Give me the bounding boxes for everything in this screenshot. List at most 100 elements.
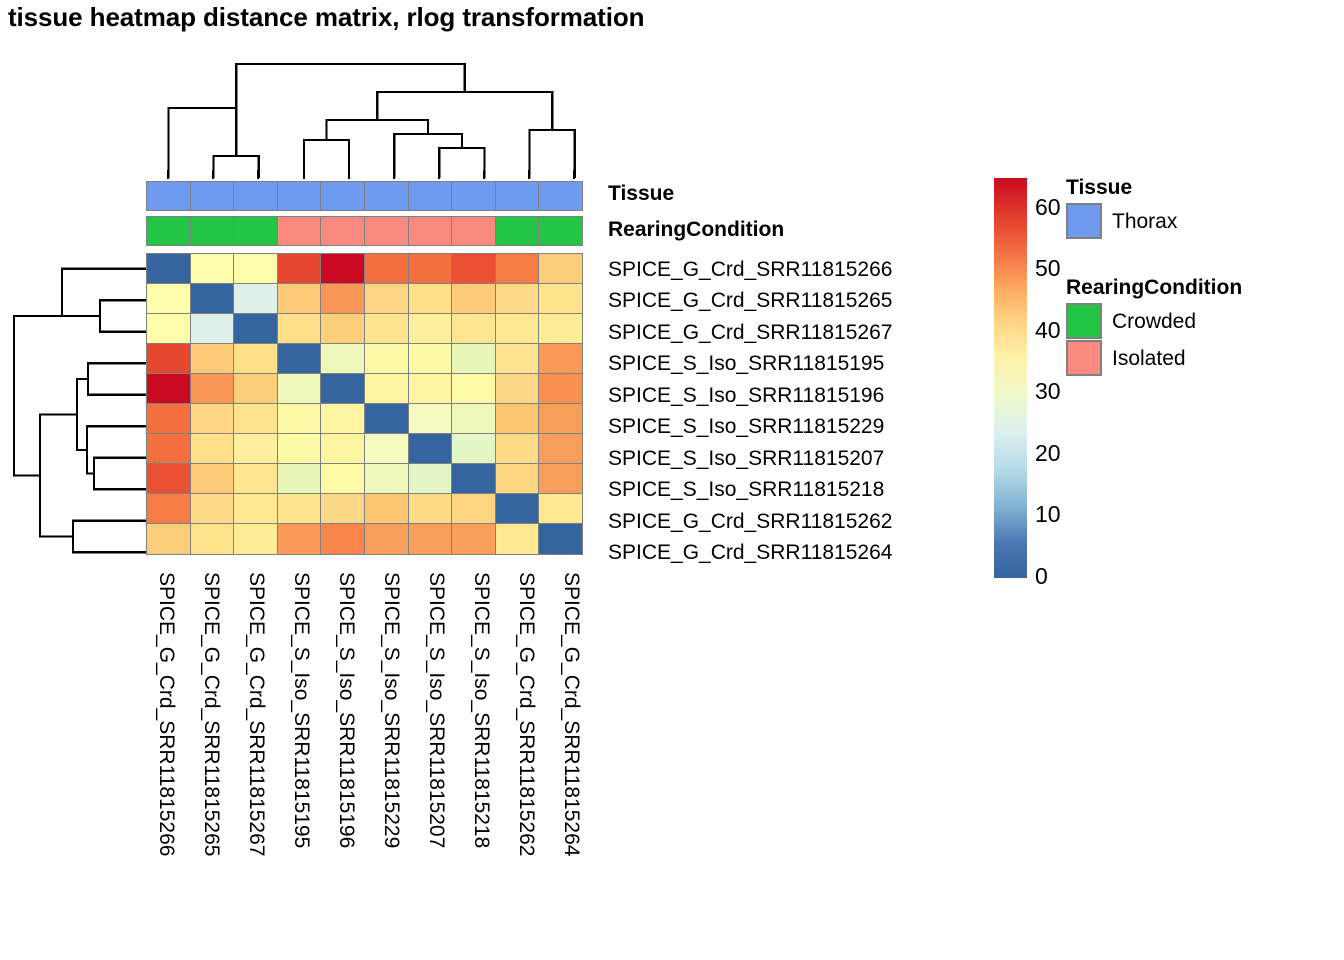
tissue-annotation-cell: [451, 181, 497, 211]
heatmap-cell: [407, 523, 453, 555]
legend-title: RearingCondition: [1066, 276, 1243, 299]
heatmap-cell: [276, 253, 322, 285]
column-label: SPICE_S_Iso_SRR11815196: [334, 572, 358, 849]
heatmap-cell: [407, 253, 453, 285]
heatmap-cell: [407, 343, 453, 375]
rearing-annotation-cell: [494, 216, 540, 246]
legend-swatch: [1066, 203, 1102, 240]
col-tick: [528, 170, 530, 179]
heatmap-cell: [407, 493, 453, 525]
row-label: SPICE_S_Iso_SRR11815195: [608, 352, 885, 376]
heatmap-cell: [494, 313, 540, 345]
column-label: SPICE_G_Crd_SRR11815266: [154, 572, 178, 857]
heatmap-cell: [363, 463, 410, 495]
heatmap-cell: [363, 343, 410, 375]
colorbar-tick-label: 10: [1035, 501, 1061, 528]
heatmap-cell: [538, 283, 584, 315]
heatmap-cell: [363, 403, 410, 435]
col-tick: [212, 170, 214, 179]
heatmap-cell: [276, 463, 322, 495]
heatmap-row: [146, 493, 584, 525]
col-tick: [167, 170, 169, 179]
heatmap-cell: [146, 253, 192, 285]
heatmap-cell: [233, 343, 279, 375]
heatmap-cell: [276, 283, 322, 315]
heatmap-cell: [320, 313, 366, 345]
heatmap-cell: [276, 493, 322, 525]
heatmap-cell: [233, 373, 279, 405]
heatmap-cell: [276, 373, 322, 405]
heatmap-cell: [320, 523, 366, 555]
heatmap-row: [146, 283, 584, 315]
heatmap-cell: [320, 373, 366, 405]
tissue-annotation-cell: [146, 181, 192, 211]
heatmap-cell: [146, 373, 192, 405]
row-label: SPICE_G_Crd_SRR11815267: [608, 320, 893, 344]
heatmap-cell: [363, 283, 410, 315]
heatmap-cell: [494, 283, 540, 315]
heatmap-row: [146, 313, 584, 345]
column-label: SPICE_S_Iso_SRR11815229: [380, 572, 404, 849]
tissue-annotation-cell: [320, 181, 366, 211]
heatmap-cell: [189, 283, 235, 315]
heatmap-cell: [451, 253, 497, 285]
heatmap-cell: [276, 343, 322, 375]
legend-title: Tissue: [1066, 176, 1133, 199]
heatmap-cell: [320, 343, 366, 375]
heatmap-cell: [233, 433, 279, 465]
annotation-bar-tissue: [146, 181, 584, 211]
row-label: SPICE_S_Iso_SRR11815229: [608, 415, 885, 439]
heatmap-cell: [451, 343, 497, 375]
legend-label: Thorax: [1112, 209, 1178, 233]
heatmap-cell: [363, 253, 410, 285]
heatmap-cell: [146, 463, 192, 495]
heatmap-cell: [189, 493, 235, 525]
heatmap-cell: [189, 343, 235, 375]
heatmap-cell: [233, 313, 279, 345]
heatmap-cell: [538, 493, 584, 525]
tissue-annotation-cell: [407, 181, 453, 211]
column-tick-marks: [146, 170, 597, 179]
heatmap-cell: [233, 403, 279, 435]
rearing-annotation-cell: [363, 216, 410, 246]
rearing-annotation-cell: [276, 216, 322, 246]
rearing-annotation-cell: [146, 216, 192, 246]
heatmap-matrix: [146, 253, 584, 555]
heatmap-cell: [407, 433, 453, 465]
column-label: SPICE_S_Iso_SRR11815218: [470, 572, 494, 849]
heatmap-row: [146, 433, 584, 465]
heatmap-cell: [189, 373, 235, 405]
heatmap-cell: [494, 343, 540, 375]
heatmap-cell: [146, 403, 192, 435]
heatmap-row: [146, 403, 584, 435]
row-label: SPICE_G_Crd_SRR11815262: [608, 509, 893, 533]
heatmap-row: [146, 463, 584, 495]
heatmap-cell: [146, 493, 192, 525]
row-label: SPICE_S_Iso_SRR11815207: [608, 446, 885, 470]
heatmap-cell: [146, 313, 192, 345]
rearing-annotation-cell: [189, 216, 235, 246]
row-label: SPICE_G_Crd_SRR11815265: [608, 289, 893, 313]
heatmap-cell: [538, 463, 584, 495]
colorbar-tick-label: 0: [1035, 563, 1048, 589]
legend-item[interactable]: Thorax: [1066, 203, 1178, 240]
heatmap-cell: [189, 523, 235, 555]
heatmap-cell: [494, 403, 540, 435]
heatmap-cell: [538, 373, 584, 405]
heatmap-cell: [538, 313, 584, 345]
annotation-label-tissue: Tissue: [608, 182, 675, 205]
column-label: SPICE_S_Iso_SRR11815195: [289, 572, 313, 849]
heatmap-cell: [233, 283, 279, 315]
heatmap-cell: [451, 493, 497, 525]
row-label: SPICE_G_Crd_SRR11815264: [608, 541, 893, 565]
tissue-annotation-cell: [494, 181, 540, 211]
legend-item[interactable]: Crowded: [1066, 303, 1242, 340]
legend-item[interactable]: Isolated: [1066, 340, 1242, 377]
heatmap-cell: [146, 283, 192, 315]
heatmap-cell: [189, 463, 235, 495]
legend-label: Crowded: [1112, 309, 1197, 333]
